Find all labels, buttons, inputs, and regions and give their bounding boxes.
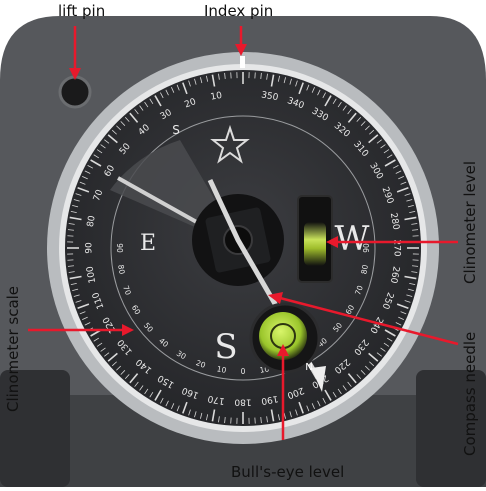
- clinometer-scale-label: 80: [116, 264, 127, 275]
- outer-degree-label: 90: [85, 242, 95, 254]
- clinometer-scale-label: 90: [115, 243, 124, 253]
- label-clinometer-scale: Clinometer scale: [4, 286, 22, 412]
- north-mark: N: [305, 362, 312, 373]
- label-index-pin: Index pin: [204, 2, 273, 20]
- label-lift-pin: lift pin: [58, 2, 105, 20]
- clinometer-scale-label: 80: [359, 264, 370, 275]
- east-letter: E: [140, 231, 156, 256]
- west-letter: W: [335, 219, 370, 259]
- lift-pin: [60, 77, 90, 107]
- outer-degree-label: 80: [86, 215, 98, 228]
- clinometer-scale-label: 0: [241, 367, 246, 376]
- label-clinometer-level: Clinometer level: [461, 161, 479, 284]
- label-bulls-eye-level: Bull's-eye level: [231, 463, 344, 481]
- outer-degree-label: 10: [210, 91, 223, 103]
- outer-degree-label: 180: [234, 397, 251, 407]
- clinometer-level-bubble: [304, 222, 326, 266]
- south-small-letter: S: [172, 123, 180, 137]
- label-compass-needle: Compass needle: [461, 332, 479, 456]
- index-pin: [240, 56, 245, 68]
- south-letter: S: [214, 327, 237, 367]
